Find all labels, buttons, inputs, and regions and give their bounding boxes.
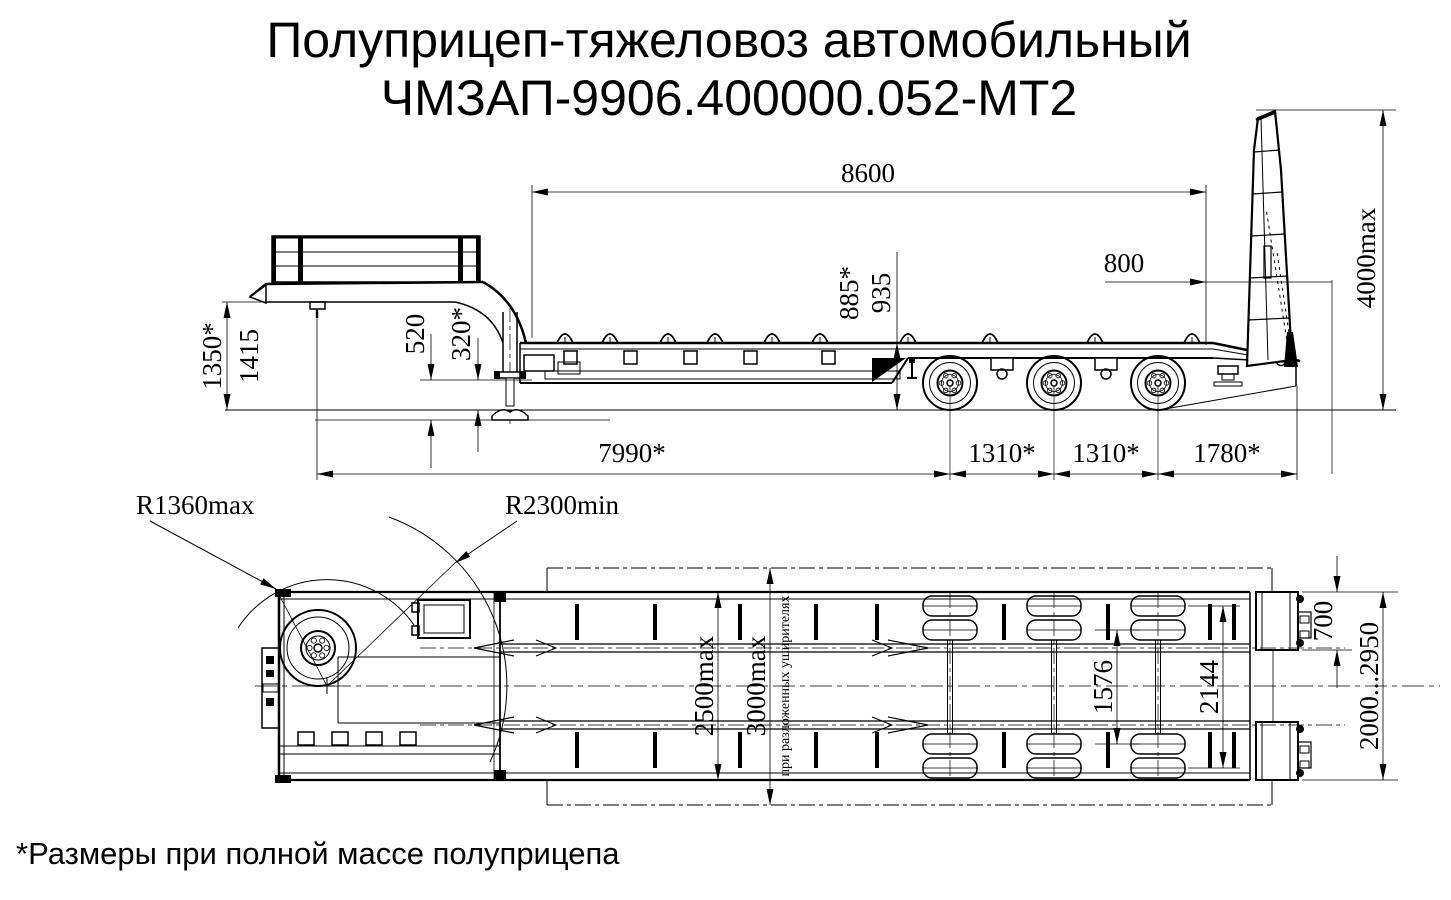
dim-deck-height: 885* 935	[834, 252, 901, 410]
dim-label-2144: 2144	[1194, 660, 1224, 715]
dim-label-700: 700	[1308, 601, 1338, 642]
turning-radii: R1360max R2300min	[136, 490, 620, 763]
dim-label-1576: 1576	[1088, 660, 1118, 714]
toolbox	[411, 599, 471, 639]
dim-label-1415: 1415	[234, 329, 264, 383]
dim-note-wideners: при разложенных уширителях	[778, 596, 793, 777]
title-block: Полуприцеп-тяжеловоз автомобильный ЧМЗАП…	[266, 12, 1191, 126]
dim-rear-section: 800	[1104, 248, 1332, 286]
dim-label-800: 800	[1104, 248, 1145, 278]
dim-track-inner: 1576	[1088, 629, 1140, 745]
dim-label-2000-2950: 2000...2950	[1354, 622, 1384, 750]
dim-label-935: 935	[866, 273, 896, 314]
dim-label-3000max: 3000max	[741, 635, 771, 736]
dim-label-1310-b: 1310*	[1072, 438, 1140, 468]
dim-label-7990: 7990*	[598, 438, 666, 468]
dim-ramp-spacing: 2000...2950	[1302, 591, 1398, 781]
wheel-bogie	[872, 355, 1213, 481]
dim-label-520: 520	[400, 314, 430, 355]
frame-rails	[473, 639, 1250, 734]
dim-label-2500max: 2500max	[689, 635, 719, 736]
top-view: R1360max R2300min 2500max 3000max при ра…	[136, 490, 1440, 806]
front-section	[261, 592, 506, 780]
dim-label-1310-a: 1310*	[968, 438, 1036, 468]
dim-label-8600: 8600	[841, 158, 895, 188]
dim-label-1350: 1350*	[197, 322, 227, 390]
loading-deck	[519, 333, 1213, 384]
spare-wheel	[279, 609, 357, 687]
dim-ramp-width: 700	[1302, 556, 1352, 688]
dim-deck-length: 8600	[531, 158, 1207, 345]
drawing-title-line2: ЧМЗАП-9906.400000.052-МТ2	[381, 70, 1077, 126]
label-r1360max: R1360max	[136, 490, 255, 520]
side-view: 8600 800 4000max 1350* 1415	[197, 109, 1396, 481]
footnote: *Размеры при полной массе полуприцепа	[16, 836, 620, 871]
centerlines	[255, 647, 1440, 726]
dim-label-885: 885*	[834, 266, 864, 320]
widened-outline	[546, 567, 1273, 806]
dim-track-outer: 2144	[1188, 605, 1240, 769]
dim-label-1780: 1780*	[1193, 438, 1261, 468]
drawing-title-line1: Полуприцеп-тяжеловоз автомобильный	[266, 12, 1191, 68]
label-r2300min: R2300min	[505, 490, 620, 520]
dim-neck-clearance: 520 320*	[400, 307, 532, 468]
dim-width: 2500max 3000max при разложенных уширител…	[689, 568, 793, 805]
dim-label-4000max: 4000max	[1351, 207, 1381, 308]
dim-coupling-height: 1350* 1415	[197, 301, 266, 410]
dim-label-320: 320*	[446, 307, 476, 361]
ground-line	[225, 409, 1396, 421]
gooseneck-platform	[248, 235, 528, 344]
dim-ramp-height: 4000max	[1256, 109, 1396, 410]
ramps-plan	[1255, 591, 1312, 781]
dim-wheelbase-chain: 7990* 1310* 1310* 1780*	[316, 312, 1298, 480]
rear-ramp	[1164, 109, 1333, 474]
landing-gear	[491, 306, 529, 424]
